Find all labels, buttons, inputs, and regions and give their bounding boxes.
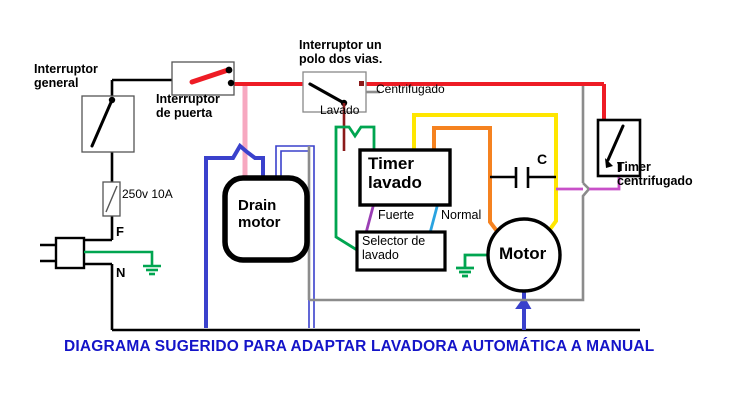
- timer-centrifugado-switch[interactable]: [596, 118, 642, 178]
- label-selector-de-lavado: Selector de lavado: [362, 234, 426, 262]
- label-interruptor-de-puerta: Interruptor de puerta: [156, 92, 220, 120]
- tierra-ground: [84, 250, 161, 276]
- label-timer-lavado: Timer lavado: [368, 154, 422, 192]
- wire-orange-motor: [432, 126, 508, 245]
- wire-blue-drain-left: [204, 142, 265, 328]
- wire-yellow-motor: [412, 113, 558, 241]
- label-drain-motor: Drain motor: [238, 197, 281, 231]
- label-motor: Motor: [499, 244, 547, 263]
- diagram-caption: DIAGRAMA SUGERIDO PARA ADAPTAR LAVADORA …: [64, 338, 655, 355]
- wire-light-blue-normal: [428, 202, 440, 234]
- label-normal: Normal: [441, 208, 482, 222]
- label-timer-centrifugado: Timer centrifugado: [617, 160, 693, 188]
- selector-de-lavado-body: [355, 230, 447, 272]
- wire-blue-motor-return: [515, 289, 532, 330]
- label-neutro-n: N: [116, 265, 126, 280]
- wire-green-selector-left: [334, 200, 358, 252]
- wire-magenta-timer-centrifugado: [556, 177, 621, 191]
- fusible-250v-10a: [102, 181, 121, 217]
- label-interruptor-general: Interruptor general: [34, 62, 98, 90]
- label-fase-f: F: [116, 224, 124, 239]
- label-capacitor-c: C: [537, 151, 548, 167]
- label-fusible: 250v 10A: [122, 187, 173, 201]
- wire-purple-fuerte: [364, 202, 376, 234]
- label-centrifugado: Centrifugado: [376, 82, 445, 96]
- wire-green-timer-selector: [334, 125, 376, 200]
- label-interruptor-un-polo-dos-vias: Interruptor un polo dos vias.: [299, 38, 383, 66]
- drain-motor-body: [222, 175, 310, 263]
- enchufe-plug: [40, 236, 86, 270]
- mains-black-wiring: [82, 78, 640, 332]
- motor-body: [486, 217, 562, 293]
- interruptor-general-switch[interactable]: [81, 95, 135, 153]
- label-fuerte: Fuerte: [378, 208, 415, 222]
- timer-lavado-body: [358, 148, 452, 207]
- capacitor-c: [490, 167, 556, 188]
- interruptor-de-puerta-switch[interactable]: [171, 61, 235, 96]
- label-lavado: Lavado: [320, 103, 360, 117]
